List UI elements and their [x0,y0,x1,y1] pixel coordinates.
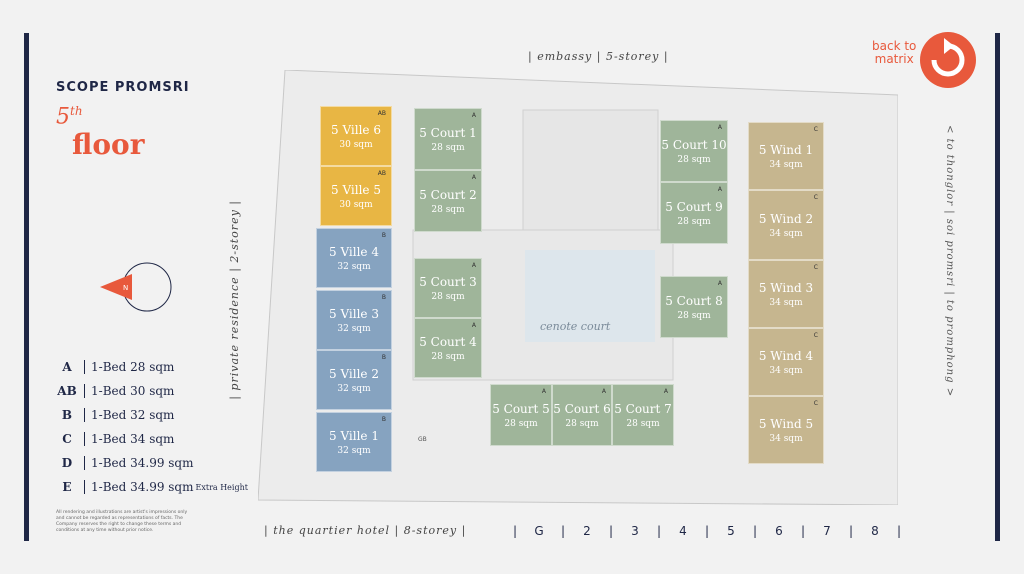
refresh-icon [931,38,965,77]
floor-4-button[interactable]: 4 [679,524,687,538]
floor-7-button[interactable]: 7 [823,524,831,538]
neighbor-top: | embassy | 5-storey | [528,50,669,63]
floor-word: floor [72,128,145,161]
gb-label: GB [418,436,427,443]
cenote-court-label: cenote court [540,320,611,333]
floor-number: 5th [56,104,83,130]
compass-icon: N [100,262,172,312]
disclaimer: All rendering and illustrations are arti… [56,510,188,533]
floor-6-button[interactable]: 6 [775,524,783,538]
floor-3-button[interactable]: 3 [631,524,639,538]
left-border [24,33,29,541]
right-border [995,33,1000,541]
neighbor-right: < to thonglor | soi promsri | to prompho… [944,125,955,398]
neighbor-bottom: | the quartier hotel | 8-storey | [264,524,467,537]
floor-2-button[interactable]: 2 [583,524,591,538]
svg-text:N: N [123,284,128,292]
floor-8-button[interactable]: 8 [871,524,879,538]
neighbor-left: | private residence | 2-storey | [228,200,241,400]
brand-title: SCOPE PROMSRI [56,80,190,95]
floor-g-button[interactable]: G [534,524,544,538]
floor-5-button[interactable]: 5 [727,524,735,538]
cenote-court-area [525,250,655,342]
back-to-matrix-button[interactable] [920,32,976,88]
floor-selector: |G |2 |3 |4 |5 |6 |7 |8 | [512,524,902,538]
